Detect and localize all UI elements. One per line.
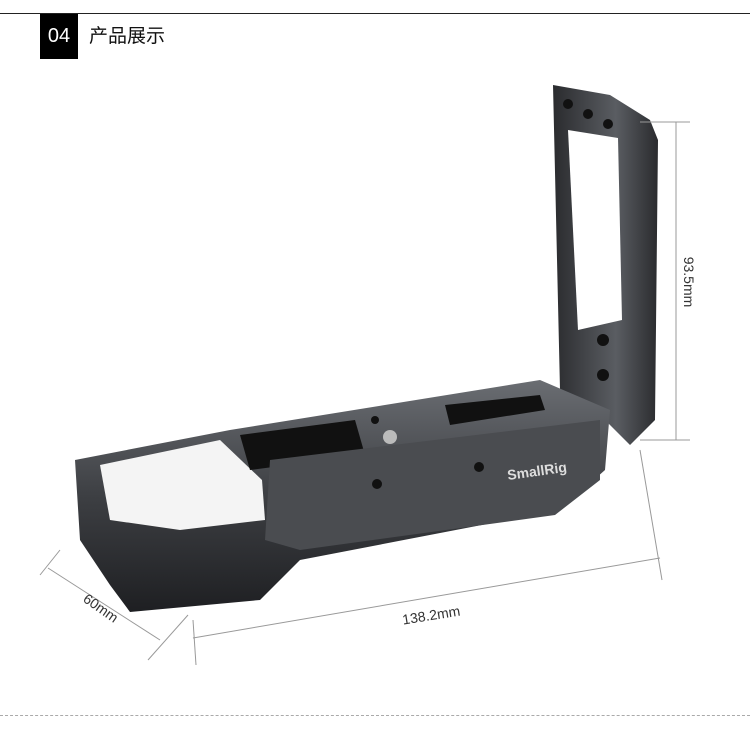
vertical-arm (553, 85, 658, 445)
dimension-lines (39, 121, 690, 666)
section-number: 04 (40, 14, 78, 59)
footer-divider (0, 715, 750, 716)
header-divider (0, 13, 750, 14)
height-dimension: 93.5mm (681, 257, 697, 308)
depth-dimension: 60mm (80, 590, 121, 625)
section-title: 产品展示 (89, 25, 166, 47)
base-plate: SmallRig (75, 380, 610, 612)
length-dimension: 138.2mm (401, 603, 461, 628)
